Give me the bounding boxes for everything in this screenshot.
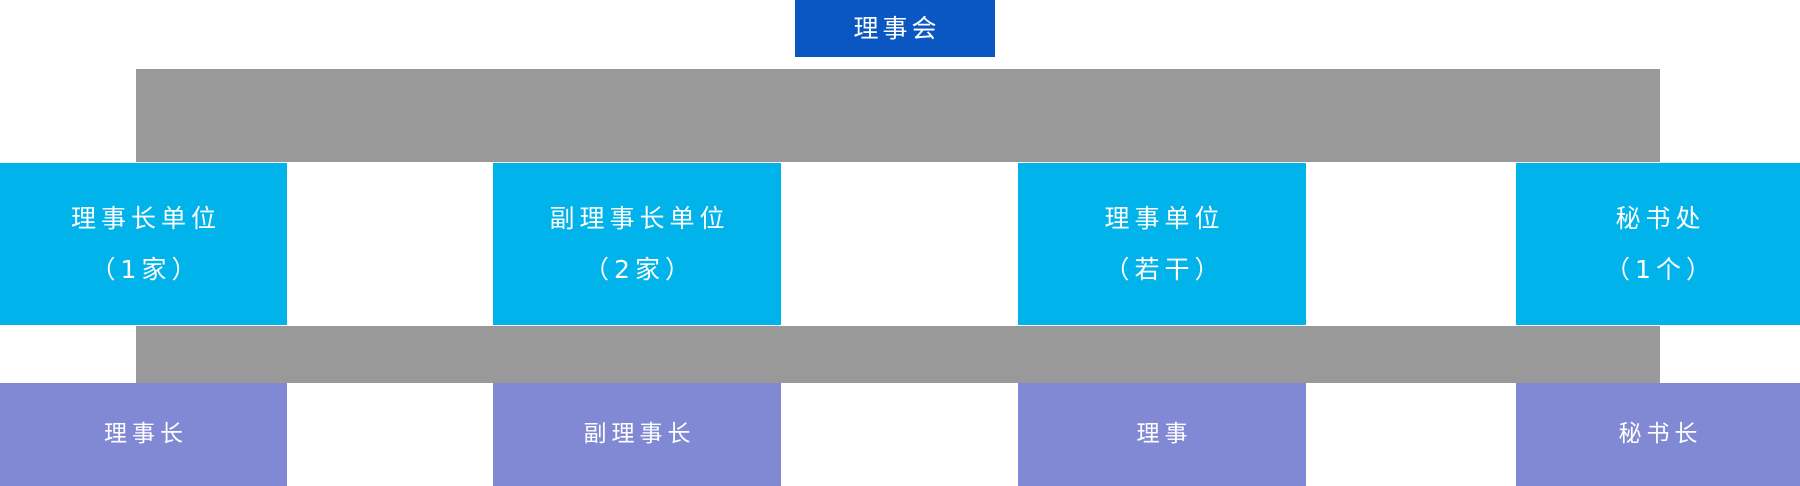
node-vice-chairman-unit-label: 副理事长单位 bbox=[549, 204, 730, 233]
node-board-of-directors[interactable]: 理事会 bbox=[795, 0, 995, 57]
node-secretariat-unit-label: 秘书处 bbox=[1615, 204, 1706, 233]
node-vice-chairman-role[interactable]: 副理事长 bbox=[493, 383, 781, 486]
node-vice-chairman-role-label: 副理事长 bbox=[583, 421, 696, 447]
node-director-unit-count: （若干） bbox=[1104, 255, 1225, 284]
node-director-role[interactable]: 理事 bbox=[1018, 383, 1306, 486]
node-vice-chairman-unit[interactable]: 副理事长单位 （2家） bbox=[493, 163, 781, 325]
node-chairman-unit-label: 理事长单位 bbox=[70, 204, 221, 233]
node-vice-chairman-unit-count: （2家） bbox=[584, 255, 695, 284]
node-secretariat-unit[interactable]: 秘书处 （1个） bbox=[1516, 163, 1800, 325]
node-director-unit-label: 理事单位 bbox=[1104, 204, 1225, 233]
node-chairman-unit[interactable]: 理事长单位 （1家） bbox=[0, 163, 287, 325]
role-row: 理事长 副理事长 理事 秘书长 bbox=[0, 383, 1800, 486]
node-secretary-general-role-label: 秘书长 bbox=[1618, 421, 1703, 447]
node-chairman-role-label: 理事长 bbox=[104, 421, 188, 447]
node-chairman-role[interactable]: 理事长 bbox=[0, 383, 287, 486]
node-secretariat-unit-count: （1个） bbox=[1605, 255, 1716, 284]
node-secretary-general-role[interactable]: 秘书长 bbox=[1516, 383, 1800, 486]
unit-row: 理事长单位 （1家） 副理事长单位 （2家） 理事单位 （若干） 秘书处 （1个… bbox=[0, 163, 1800, 325]
node-director-unit[interactable]: 理事单位 （若干） bbox=[1018, 163, 1306, 325]
node-board-of-directors-label: 理事会 bbox=[853, 14, 941, 43]
connector-band-upper bbox=[136, 69, 1660, 162]
node-director-role-label: 理事 bbox=[1136, 421, 1193, 447]
connector-band-lower bbox=[136, 326, 1660, 383]
node-chairman-unit-count: （1家） bbox=[90, 255, 202, 284]
